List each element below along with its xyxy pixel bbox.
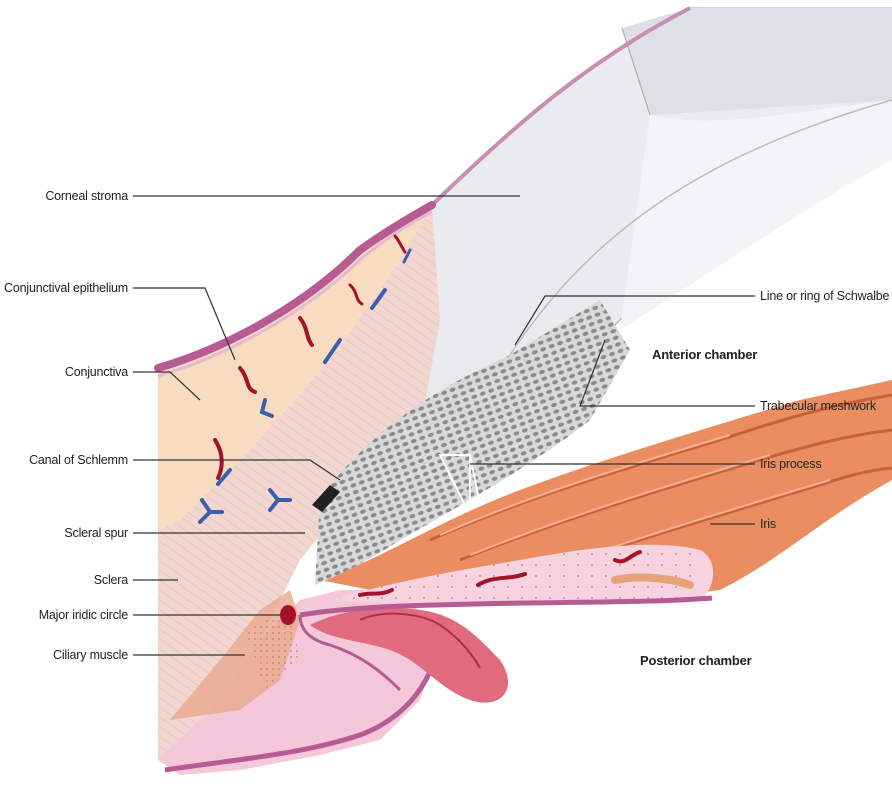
label-ciliary-muscle: Ciliary muscle xyxy=(53,648,128,662)
label-conjunctival-epithelium: Conjunctival epithelium xyxy=(4,281,128,295)
major-iridic-circle xyxy=(280,605,296,625)
label-corneal-stroma: Corneal stroma xyxy=(45,189,128,203)
label-scleral-spur: Scleral spur xyxy=(64,526,128,540)
label-major-iridic-circle: Major iridic circle xyxy=(39,608,129,622)
label-line-of-schwalbe: Line or ring of Schwalbe xyxy=(760,289,890,303)
label-iris-process: Iris process xyxy=(760,457,822,471)
label-canal-of-schlemm: Canal of Schlemm xyxy=(29,453,128,467)
label-sclera: Sclera xyxy=(94,573,128,587)
label-iris: Iris xyxy=(760,517,776,531)
label-posterior-chamber: Posterior chamber xyxy=(640,653,752,668)
label-anterior-chamber: Anterior chamber xyxy=(652,347,757,362)
label-trabecular-meshwork: Trabecular meshwork xyxy=(760,399,877,413)
label-conjunctiva: Conjunctiva xyxy=(65,365,128,379)
